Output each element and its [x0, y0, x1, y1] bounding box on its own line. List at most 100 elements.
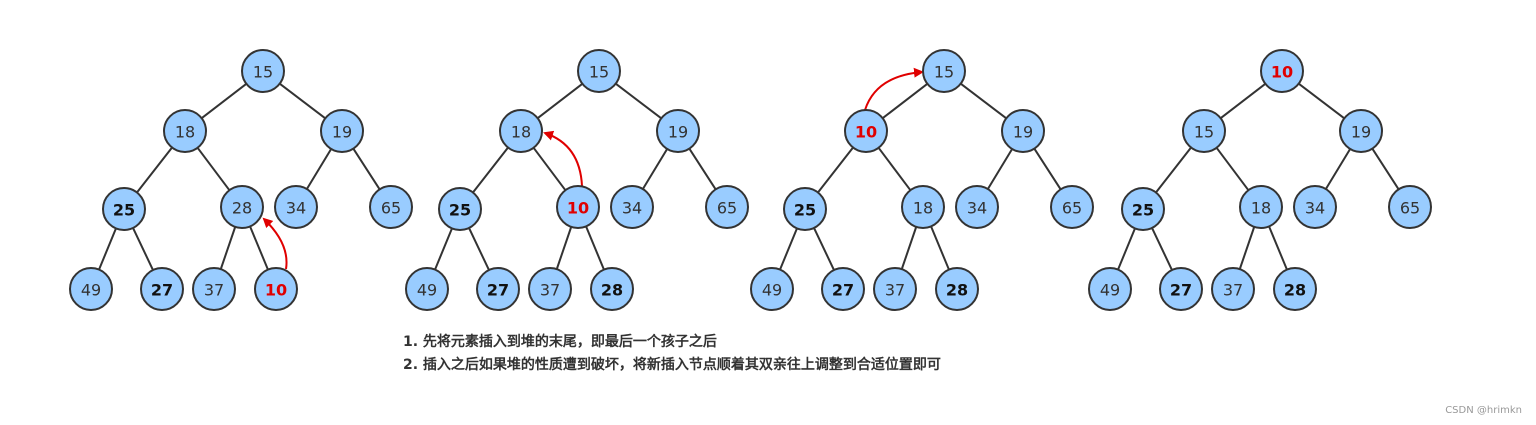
explanation-notes: 1. 先将元素插入到堆的末尾，即最后一个孩子之后 2. 插入之后如果堆的性质遭到…	[403, 331, 941, 377]
node-label: 27	[832, 281, 854, 300]
tree-edge	[1155, 146, 1192, 194]
node-circle	[656, 109, 700, 153]
node-circle	[163, 109, 207, 153]
tree-edge	[1268, 226, 1288, 270]
node-circle	[955, 185, 999, 229]
node-circle	[1050, 185, 1094, 229]
tree-edge	[196, 147, 231, 191]
node-label: 19	[332, 123, 352, 142]
node-label: 65	[1400, 199, 1420, 218]
node-label: 34	[967, 199, 987, 218]
node-label: 28	[946, 281, 968, 300]
tree-edge	[219, 226, 237, 270]
node-circle	[1088, 267, 1132, 311]
node-circle	[1388, 185, 1432, 229]
node-circle	[705, 185, 749, 229]
node-label: 37	[204, 281, 224, 300]
node-label: 15	[934, 63, 954, 82]
tree-edge	[1220, 83, 1266, 119]
note-line-2: 2. 插入之后如果堆的性质遭到破坏，将新插入节点顺着其双亲往上调整到合适位置即可	[403, 357, 941, 373]
tree-edge	[1151, 227, 1173, 271]
node-label: 49	[417, 281, 437, 300]
node-label: 37	[1223, 281, 1243, 300]
tree-edge	[537, 83, 583, 119]
tree-edge	[1298, 82, 1345, 120]
node-label: 18	[511, 123, 531, 142]
tree-edge	[532, 147, 567, 191]
heap-node: 65	[369, 185, 413, 229]
tree-edge	[813, 227, 835, 271]
node-circle	[254, 267, 298, 311]
node-label: 10	[265, 281, 287, 300]
tree-edge	[555, 226, 573, 270]
node-label: 19	[1351, 123, 1371, 142]
tree-edge	[688, 148, 717, 190]
heap-node: 28	[220, 185, 264, 229]
tree-edge	[352, 148, 381, 190]
heap-node: 65	[1050, 185, 1094, 229]
heap-node: 27	[476, 267, 520, 311]
tree-edge	[877, 147, 912, 191]
heap-node: 19	[1339, 109, 1383, 153]
heap-node: 19	[656, 109, 700, 153]
node-label: 28	[1284, 281, 1306, 300]
node-circle	[320, 109, 364, 153]
heap-node: 18	[499, 109, 543, 153]
node-circle	[1001, 109, 1045, 153]
heap-node: 25	[1121, 187, 1165, 231]
tree-edge	[279, 82, 326, 120]
heap-node: 49	[69, 267, 113, 311]
heap-node: 27	[1159, 267, 1203, 311]
node-label: 25	[113, 201, 135, 220]
tree-edge	[472, 146, 509, 194]
node-label: 28	[601, 281, 623, 300]
tree-edge	[987, 148, 1013, 190]
node-label: 18	[913, 199, 933, 218]
heap-node: 28	[1273, 267, 1317, 311]
node-circle	[556, 185, 600, 229]
heap-node: 65	[1388, 185, 1432, 229]
heap-node: 10	[254, 267, 298, 311]
tree-edge	[1325, 148, 1351, 190]
node-circle	[192, 267, 236, 311]
tree-edge	[1238, 226, 1256, 270]
node-label: 10	[1271, 63, 1293, 82]
heap-node: 34	[955, 185, 999, 229]
heap-node: 10	[556, 185, 600, 229]
heap-node: 15	[241, 49, 285, 93]
heap-node: 18	[901, 185, 945, 229]
heap-node: 15	[577, 49, 621, 93]
node-circle	[369, 185, 413, 229]
heap-node: 15	[922, 49, 966, 93]
heap-node: 34	[1293, 185, 1337, 229]
node-circle	[476, 267, 520, 311]
node-label: 34	[286, 199, 306, 218]
node-label: 15	[1194, 123, 1214, 142]
node-label: 15	[589, 63, 609, 82]
node-label: 65	[381, 199, 401, 218]
node-circle	[140, 267, 184, 311]
tree-edge	[468, 227, 490, 271]
node-circle	[1339, 109, 1383, 153]
tree-edge	[930, 226, 950, 270]
node-circle	[1182, 109, 1226, 153]
tree-edge	[98, 228, 117, 270]
node-label: 65	[717, 199, 737, 218]
node-circle	[935, 267, 979, 311]
heap-node: 27	[140, 267, 184, 311]
heap-node: 65	[705, 185, 749, 229]
tree-edge	[615, 82, 662, 120]
heap-node: 34	[610, 185, 654, 229]
node-circle	[499, 109, 543, 153]
node-circle	[1159, 267, 1203, 311]
heap-node: 10	[844, 109, 888, 153]
tree-edge	[1371, 148, 1400, 190]
node-label: 34	[622, 199, 642, 218]
node-circle	[405, 267, 449, 311]
node-label: 27	[487, 281, 509, 300]
heap-node: 37	[192, 267, 236, 311]
node-circle	[1239, 185, 1283, 229]
heap-node: 25	[438, 187, 482, 231]
node-circle	[528, 267, 572, 311]
node-circle	[901, 185, 945, 229]
